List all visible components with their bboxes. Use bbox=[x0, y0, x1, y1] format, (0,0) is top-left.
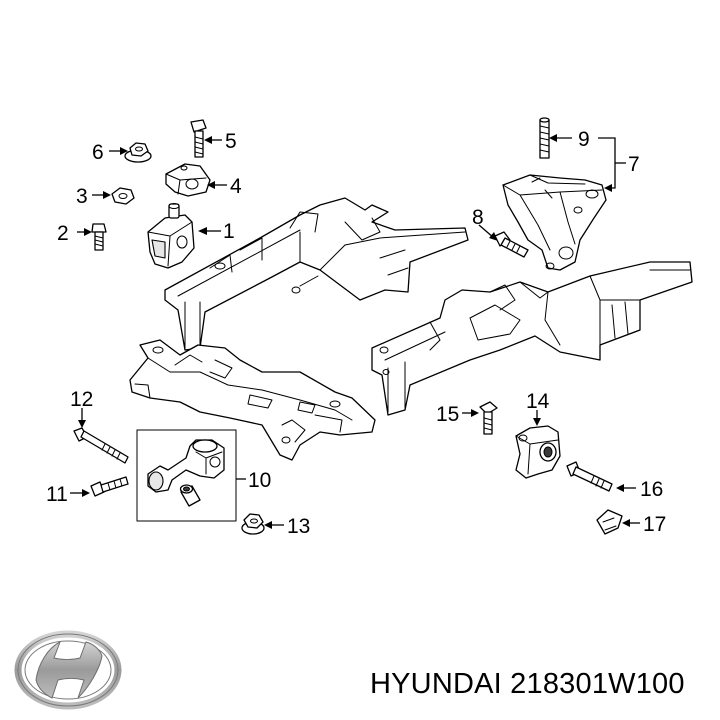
stud-part-9 bbox=[539, 117, 550, 159]
engine-mount bbox=[147, 203, 195, 269]
bolt-part-5 bbox=[190, 119, 207, 158]
transmission-bracket bbox=[502, 174, 607, 271]
callout-6: 6 bbox=[92, 141, 104, 164]
callout-12: 12 bbox=[70, 388, 93, 411]
callout-1: 1 bbox=[223, 220, 235, 243]
callout-15: 15 bbox=[436, 403, 459, 426]
front-subframe bbox=[129, 339, 376, 461]
long-bolt-part-12 bbox=[73, 427, 129, 464]
bolt-part-2 bbox=[91, 223, 107, 251]
part-10-inset-box bbox=[136, 429, 237, 522]
nut-part-3 bbox=[111, 187, 135, 205]
callout-11: 11 bbox=[46, 483, 68, 506]
callout-17: 17 bbox=[643, 513, 666, 536]
transmission-mount bbox=[515, 425, 561, 479]
callout-8: 8 bbox=[472, 206, 484, 229]
callout-9: 9 bbox=[578, 128, 590, 151]
bolt-part-11 bbox=[90, 476, 129, 497]
flange-nut-part-6 bbox=[124, 142, 152, 163]
callout-14: 14 bbox=[526, 390, 550, 413]
hyundai-logo-icon bbox=[14, 630, 122, 710]
mount-bracket bbox=[165, 163, 211, 197]
callout-13: 13 bbox=[287, 515, 310, 538]
callout-5: 5 bbox=[225, 130, 237, 153]
callout-3: 3 bbox=[76, 185, 88, 208]
callout-numbers: 1 2 3 4 5 6 7 8 9 10 11 12 13 14 15 16 1… bbox=[46, 128, 666, 538]
roll-rod-mount bbox=[147, 439, 225, 493]
callout-4: 4 bbox=[230, 175, 242, 198]
callout-16: 16 bbox=[640, 478, 663, 501]
rod-bushing bbox=[179, 484, 201, 507]
clip-part-17 bbox=[596, 509, 623, 535]
rear-side-rail bbox=[371, 261, 693, 416]
callout-10: 10 bbox=[248, 469, 271, 492]
bolt-part-8 bbox=[494, 231, 529, 258]
callout-7: 7 bbox=[628, 153, 640, 176]
bolt-part-15 bbox=[479, 401, 498, 435]
part-number-caption: HYUNDAI 218301W100 bbox=[370, 668, 685, 700]
flange-nut-part-13 bbox=[241, 513, 265, 535]
long-bolt-part-16 bbox=[566, 461, 613, 492]
leader-lines bbox=[70, 134, 640, 529]
callout-2: 2 bbox=[57, 222, 69, 245]
